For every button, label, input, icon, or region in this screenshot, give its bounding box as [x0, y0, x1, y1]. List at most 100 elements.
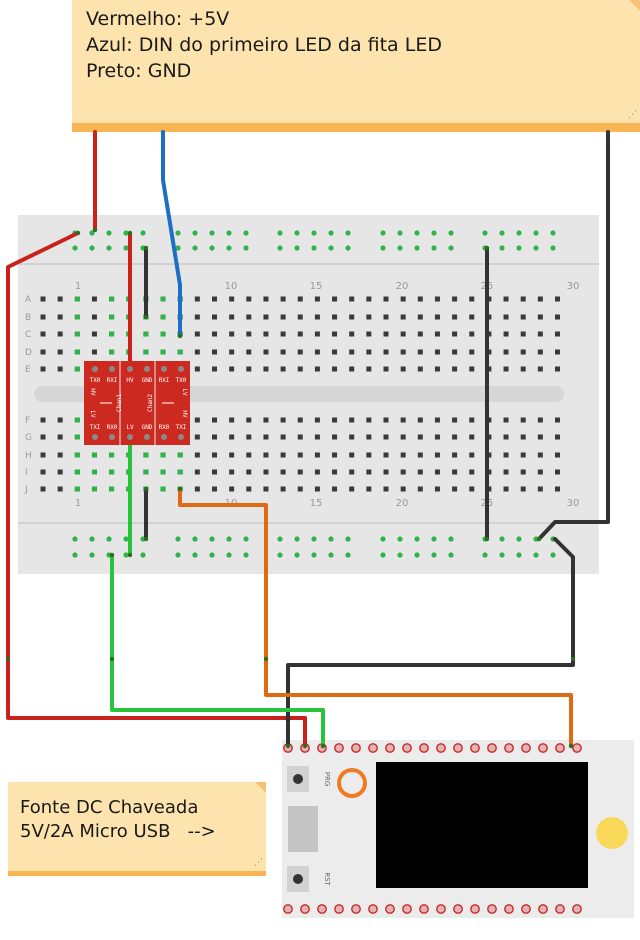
breadboard-hole [314, 469, 320, 475]
breadboard-hole-connected [74, 434, 80, 440]
breadboard-hole [91, 296, 97, 302]
converter-pin [109, 366, 115, 372]
breadboard-hole [280, 314, 286, 320]
row-letter: H [25, 451, 32, 461]
breadboard-hole [229, 434, 235, 440]
breadboard-hole [434, 434, 440, 440]
header-pin [453, 743, 463, 753]
wire-endpoint [143, 314, 149, 320]
breadboard-hole [400, 296, 406, 302]
power-rail-hole [175, 245, 181, 251]
power-rail-hole [345, 230, 351, 236]
breadboard-hole [263, 314, 269, 320]
breadboard-hole-connected [91, 469, 97, 475]
power-rail-hole [243, 245, 249, 251]
breadboard-hole [40, 331, 46, 337]
breadboard-hole-connected [74, 331, 80, 337]
breadboard-hole-connected [160, 349, 166, 355]
breadboard-hole [555, 296, 560, 302]
column-number: 30 [567, 281, 580, 292]
legend-note: Vermelho: +5V Azul: DIN do primeiro LED … [72, 0, 640, 132]
breadboard-hole [212, 486, 217, 492]
breadboard-hole [503, 314, 509, 320]
breadboard-hole [91, 331, 97, 337]
breadboard-hole [212, 314, 217, 320]
wire-endpoint [143, 486, 149, 492]
red-wire-supply [6, 231, 307, 748]
breadboard-hole [280, 486, 286, 492]
breadboard-hole [537, 314, 543, 320]
breadboard-hole [349, 296, 355, 302]
breadboard-hole [452, 296, 458, 302]
breadboard-hole [332, 331, 338, 337]
breadboard-hole [332, 314, 338, 320]
header-pin [453, 904, 463, 914]
column-number: 20 [396, 498, 409, 509]
converter-pin [144, 434, 150, 440]
header-pin [351, 904, 361, 914]
power-rail-hole [226, 230, 232, 236]
header-pin [572, 904, 582, 914]
breadboard-hole [280, 349, 286, 355]
breadboard-hole [314, 349, 320, 355]
header-pin [504, 904, 514, 914]
breadboard-hole [503, 296, 509, 302]
header-pin [351, 743, 361, 753]
breadboard-hole [194, 452, 200, 458]
power-rail-hole [311, 230, 317, 236]
prg-button [293, 774, 303, 784]
power-rail-hole [414, 245, 420, 251]
breadboard-hole [349, 417, 355, 423]
breadboard-hole-connected [177, 349, 183, 355]
breadboard-hole-connected [74, 314, 80, 320]
breadboard-hole [246, 434, 252, 440]
power-rail-hole [277, 230, 283, 236]
breadboard-hole [537, 417, 543, 423]
breadboard-hole [246, 349, 252, 355]
row-letter: A [25, 295, 32, 305]
breadboard-hole [40, 417, 46, 423]
breadboard-hole-connected [109, 452, 115, 458]
power-rail-hole [277, 536, 283, 542]
converter-pin-label: TX0 [90, 377, 101, 384]
resize-grip-icon[interactable]: ⋰ [254, 858, 263, 868]
breadboard-hole [229, 417, 235, 423]
breadboard-hole-connected [74, 349, 80, 355]
breadboard-hole [263, 366, 269, 372]
wire-endpoint [143, 536, 149, 542]
breadboard-hole [314, 417, 320, 423]
breadboard-hole [520, 452, 526, 458]
breadboard-hole [469, 349, 475, 355]
breadboard-hole [434, 452, 440, 458]
battery-connector [596, 817, 628, 849]
breadboard-hole [263, 417, 269, 423]
breadboard-hole-connected [74, 486, 80, 492]
header-pin [538, 743, 548, 753]
power-rail-hole [533, 552, 539, 558]
blue-wire [161, 130, 182, 338]
power-rail-hole [294, 536, 300, 542]
breadboard-hole [452, 452, 458, 458]
breadboard-hole [40, 452, 46, 458]
column-number: 30 [567, 498, 580, 509]
breadboard-hole [520, 331, 526, 337]
power-rail-hole [209, 245, 215, 251]
resize-grip-icon[interactable]: ⋰ [628, 110, 637, 120]
breadboard-hole [383, 452, 389, 458]
breadboard-hole [91, 349, 97, 355]
breadboard-hole [212, 417, 217, 423]
converter-pin-label: RX0 [107, 424, 118, 431]
breadboard-hole [263, 349, 269, 355]
note-fold-corner [629, 0, 640, 11]
header-pin [317, 904, 327, 914]
breadboard-hole-connected [160, 452, 166, 458]
power-rail-hole [192, 536, 198, 542]
wire-endpoint [302, 743, 308, 749]
header-pin [572, 743, 582, 753]
breadboard-hole-connected [109, 331, 115, 337]
breadboard-hole [452, 331, 458, 337]
header-pin [368, 904, 378, 914]
breadboard-hole [434, 486, 440, 492]
header-pin [487, 904, 497, 914]
column-number: 1 [75, 281, 81, 292]
